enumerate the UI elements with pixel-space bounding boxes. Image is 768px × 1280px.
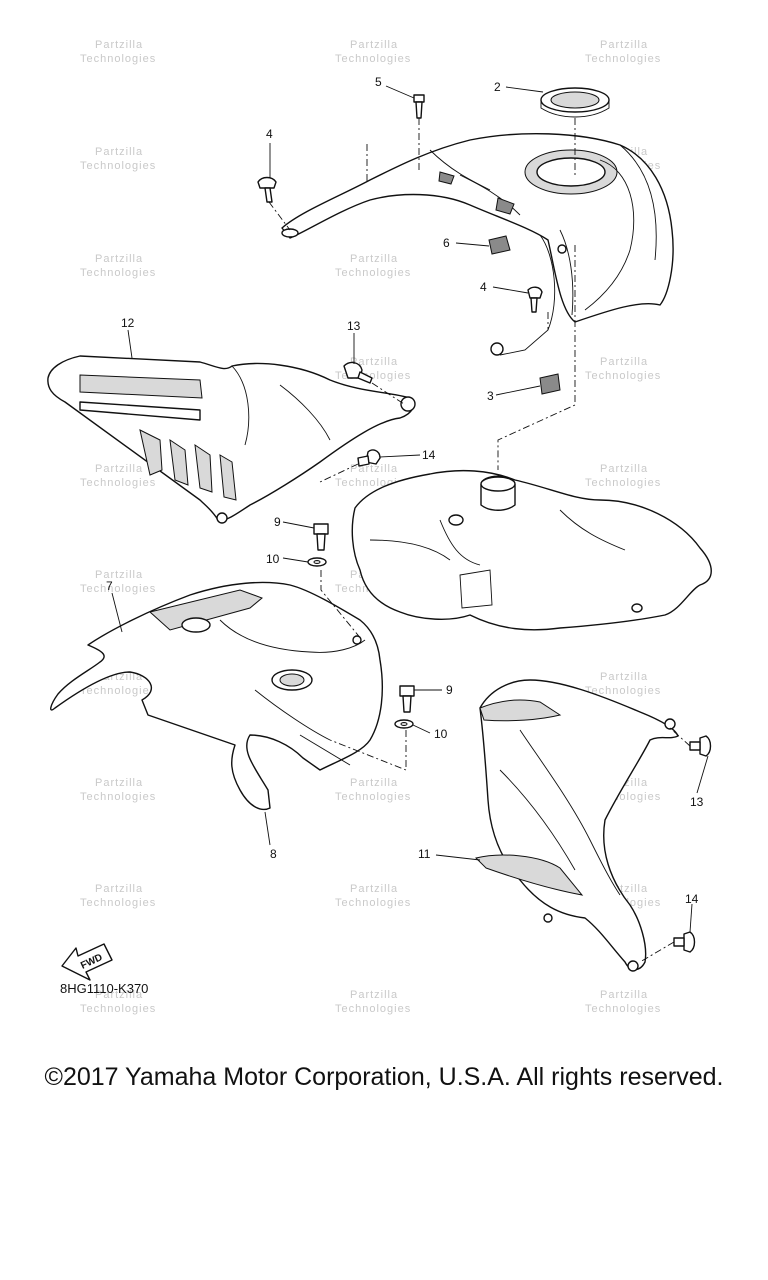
part-10-washer-lower bbox=[394, 719, 414, 729]
callout-4-upper: 4 bbox=[266, 127, 273, 141]
svg-text:Technologies: Technologies bbox=[335, 791, 411, 803]
part-9-bolt-upper bbox=[313, 523, 329, 551]
svg-text:Technologies: Technologies bbox=[80, 897, 156, 909]
svg-text:Technologies: Technologies bbox=[80, 53, 156, 65]
part-10-washer-upper bbox=[307, 557, 327, 567]
svg-text:Technologies: Technologies bbox=[80, 685, 156, 697]
callout-12: 12 bbox=[121, 316, 135, 330]
svg-text:Technologies: Technologies bbox=[585, 1003, 661, 1015]
svg-text:Partzilla: Partzilla bbox=[600, 671, 648, 683]
svg-text:Technologies: Technologies bbox=[335, 53, 411, 65]
fasteners bbox=[257, 87, 712, 953]
svg-text:Technologies: Technologies bbox=[335, 267, 411, 279]
svg-text:Partzilla: Partzilla bbox=[350, 253, 398, 265]
callout-3: 3 bbox=[487, 389, 494, 403]
svg-text:Technologies: Technologies bbox=[80, 477, 156, 489]
svg-text:Partzilla: Partzilla bbox=[95, 883, 143, 895]
copyright-notice: ©2017 Yamaha Motor Corporation, U.S.A. A… bbox=[44, 1063, 724, 1091]
callout-14-lower: 14 bbox=[685, 892, 699, 906]
callout-10-lower: 10 bbox=[434, 727, 448, 741]
part-13-screw-lower bbox=[689, 735, 712, 757]
svg-text:Partzilla: Partzilla bbox=[350, 989, 398, 1001]
svg-text:Technologies: Technologies bbox=[585, 685, 661, 697]
svg-text:Technologies: Technologies bbox=[80, 267, 156, 279]
svg-text:Partzilla: Partzilla bbox=[95, 463, 143, 475]
diagram-code: 8HG1110-K370 bbox=[60, 981, 149, 996]
part-4-screw-upper bbox=[257, 176, 277, 203]
part-6-clip bbox=[488, 235, 511, 255]
svg-text:Partzilla: Partzilla bbox=[95, 569, 143, 581]
svg-text:Partzilla: Partzilla bbox=[95, 39, 143, 51]
assembly-lines bbox=[268, 118, 691, 963]
svg-text:Technologies: Technologies bbox=[80, 583, 156, 595]
svg-text:Partzilla: Partzilla bbox=[95, 777, 143, 789]
leader-lines bbox=[111, 85, 709, 933]
svg-text:Partzilla: Partzilla bbox=[95, 989, 143, 1001]
part-13-screw-upper bbox=[343, 361, 373, 384]
callout-14-upper: 14 bbox=[422, 448, 436, 462]
svg-text:Partzilla: Partzilla bbox=[95, 253, 143, 265]
svg-text:Partzilla: Partzilla bbox=[350, 356, 398, 368]
svg-text:Partzilla: Partzilla bbox=[95, 146, 143, 158]
svg-text:Partzilla: Partzilla bbox=[350, 777, 398, 789]
part-14-screw-upper bbox=[357, 449, 381, 467]
callout-8: 8 bbox=[270, 847, 277, 861]
left-side-cover bbox=[47, 355, 416, 524]
tank-cover bbox=[281, 133, 674, 356]
fuel-tank bbox=[351, 469, 712, 631]
callout-13-lower: 13 bbox=[690, 795, 704, 809]
callout-6: 6 bbox=[443, 236, 450, 250]
svg-text:Partzilla: Partzilla bbox=[350, 39, 398, 51]
svg-text:Technologies: Technologies bbox=[585, 477, 661, 489]
callout-9-upper: 9 bbox=[274, 515, 281, 529]
part-5-bolt bbox=[413, 94, 425, 119]
part-14-screw-lower bbox=[673, 931, 696, 953]
callout-2: 2 bbox=[494, 80, 501, 94]
svg-text:Technologies: Technologies bbox=[585, 53, 661, 65]
svg-text:Partzilla: Partzilla bbox=[600, 39, 648, 51]
svg-text:Partzilla: Partzilla bbox=[600, 356, 648, 368]
part-2-grommet bbox=[540, 87, 610, 118]
part-3-clip bbox=[539, 373, 561, 395]
callout-7: 7 bbox=[106, 579, 113, 593]
svg-text:Partzilla: Partzilla bbox=[350, 883, 398, 895]
right-side-panel bbox=[475, 679, 679, 972]
callout-5: 5 bbox=[375, 75, 382, 89]
svg-text:Technologies: Technologies bbox=[335, 897, 411, 909]
callout-9-lower: 9 bbox=[446, 683, 453, 697]
front-cowl bbox=[50, 581, 384, 811]
callout-13-upper: 13 bbox=[347, 319, 361, 333]
svg-text:Partzilla: Partzilla bbox=[600, 989, 648, 1001]
callout-4-right: 4 bbox=[480, 280, 487, 294]
svg-text:Technologies: Technologies bbox=[585, 370, 661, 382]
part-4-screw-right bbox=[527, 286, 543, 313]
svg-text:Technologies: Technologies bbox=[80, 791, 156, 803]
svg-text:Partzilla: Partzilla bbox=[600, 463, 648, 475]
callout-10-upper: 10 bbox=[266, 552, 280, 566]
callout-numbers: 2 5 4 6 4 12 13 3 14 9 10 7 9 10 13 8 11… bbox=[106, 75, 704, 906]
svg-text:Technologies: Technologies bbox=[80, 160, 156, 172]
svg-text:Technologies: Technologies bbox=[335, 1003, 411, 1015]
svg-text:Technologies: Technologies bbox=[80, 1003, 156, 1015]
callout-11: 11 bbox=[418, 847, 431, 861]
fwd-arrow-icon: FWD bbox=[61, 943, 113, 981]
part-9-bolt-lower bbox=[399, 685, 415, 713]
